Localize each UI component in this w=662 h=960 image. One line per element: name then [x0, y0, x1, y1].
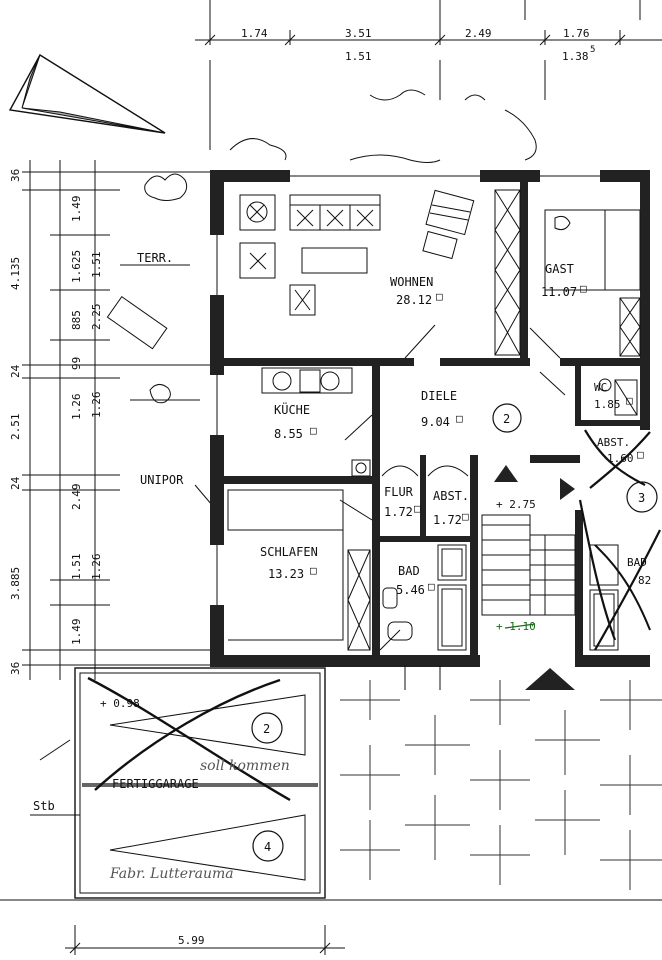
- wc-furniture: [598, 378, 638, 416]
- room-schlafen-unit: □: [310, 564, 317, 577]
- room-gast-name: GAST: [545, 262, 574, 276]
- room-kueche-name: KÜCHE: [274, 401, 310, 417]
- room-wohnen-unit: □: [436, 290, 443, 303]
- room-flur-area: 1.72: [384, 505, 413, 519]
- dim-inner-4: 1.26: [90, 554, 103, 581]
- interior-walls: [224, 182, 640, 665]
- handwritten-note-2: Fabr. Lutterauma: [109, 866, 234, 882]
- room-abst-area: 1.72: [433, 513, 462, 527]
- room-wohnen-area: 28.12: [396, 293, 432, 307]
- dim-inner-1: 1.51: [90, 252, 103, 279]
- schlafen-furniture: [227, 489, 373, 651]
- garage: 2 4 FERTIGGARAGE + 0.98 soll kommen Fabr…: [30, 667, 326, 899]
- room-bad-right-area: 82: [638, 574, 651, 587]
- outer-walls: [210, 170, 650, 667]
- bottom-dimension: 5.99: [65, 925, 345, 955]
- room-abst-right-name: ABST.: [597, 436, 630, 449]
- gast-furniture: [529, 209, 641, 359]
- dim-left-7: 36: [9, 662, 22, 675]
- dim-top-1: 1.74: [241, 27, 268, 40]
- dim-bottom: 5.99: [178, 934, 205, 947]
- dim-top-2: 3.51: [345, 27, 372, 40]
- room-bad-name: BAD: [398, 564, 420, 578]
- room-kueche-unit: □: [310, 424, 317, 437]
- room-abst-unit: □: [462, 510, 469, 523]
- dim-mid-3: 885: [70, 310, 83, 330]
- top-dimension-chain: 1.74 3.51 2.49 1.76 1.51 1.38 5: [195, 0, 662, 150]
- room-diele-unit: □: [456, 412, 463, 425]
- staircase: [481, 465, 576, 690]
- room-wc-unit: □: [626, 394, 633, 407]
- handdrawn-cross-garage-2: [94, 678, 281, 791]
- circle-marker-2-label: 2: [503, 412, 510, 426]
- handdrawn-cross-right: [578, 429, 661, 651]
- dim-top-6: 1.38: [562, 50, 589, 63]
- room-wohnen-name: WOHNEN: [390, 275, 433, 289]
- label-terr: TERR.: [137, 251, 173, 265]
- dim-top-5: 1.51: [345, 50, 372, 63]
- circle-marker-3: 3: [626, 481, 658, 513]
- circle-marker-garage-4: [252, 830, 284, 862]
- circle-marker-3-label: 3: [638, 491, 645, 505]
- label-fertiggarage: FERTIGGARAGE: [112, 777, 199, 791]
- dim-left-6: 3.885: [9, 567, 22, 600]
- room-flur-name: FLUR: [384, 485, 414, 499]
- room-gast-unit: □: [580, 282, 587, 295]
- north-arrow-icon: [8, 54, 166, 134]
- room-abst-right-unit: □: [637, 448, 644, 461]
- room-wc-area: 1.85: [594, 398, 621, 411]
- dim-mid-6: 2.49: [70, 484, 83, 511]
- dim-inner-3: 1.26: [90, 392, 103, 419]
- dim-left-4: 2.51: [9, 414, 22, 441]
- label-unipor: UNIPOR: [140, 473, 184, 487]
- room-diele-area: 9.04: [421, 415, 450, 429]
- handdrawn-cross-garage-1: [87, 676, 291, 802]
- room-schlafen-area: 13.23: [268, 567, 304, 581]
- dim-mid-5: 1.26: [70, 394, 83, 421]
- dim-mid-1: 1.49: [70, 196, 83, 223]
- circle-marker-garage-2: [251, 712, 283, 744]
- room-wc-name: WC: [594, 381, 607, 394]
- circle-marker-2: 2: [492, 403, 522, 433]
- dim-mid-7: 1.51: [70, 554, 83, 581]
- dim-left-1: 36: [9, 169, 22, 182]
- bad-furniture: [379, 544, 467, 651]
- dim-top-3: 2.49: [465, 27, 492, 40]
- paving-grid: [0, 665, 662, 901]
- terrace: TERR.: [106, 89, 537, 404]
- room-diele-name: DIELE: [421, 389, 457, 403]
- dim-left-3: 24: [9, 364, 22, 378]
- room-schlafen-name: SCHLAFEN: [260, 545, 318, 559]
- label-stb: Stb: [33, 799, 55, 813]
- dim-mid-8: 1.49: [70, 619, 83, 646]
- dim-left-5: 24: [9, 476, 22, 490]
- circle-marker-garage-4-label: 4: [264, 840, 271, 854]
- unipor-callout: UNIPOR: [140, 473, 213, 506]
- dim-mid-2: 1.625: [70, 250, 83, 283]
- room-bad-unit: □: [428, 580, 435, 593]
- dim-left-2: 4.135: [9, 257, 22, 290]
- circle-marker-garage-2-label: 2: [263, 722, 270, 736]
- handwritten-note-1: soll kommen: [200, 758, 290, 774]
- room-bad-area: 5.46: [396, 583, 425, 597]
- dim-top-4: 1.76: [563, 27, 590, 40]
- bad-right-furniture: [589, 544, 619, 651]
- dim-mid-4: 99: [70, 357, 83, 370]
- room-flur-unit: □: [414, 502, 421, 515]
- dim-inner-2: 2.25: [90, 304, 103, 331]
- kueche-furniture: [261, 367, 371, 477]
- room-abst-name: ABST.: [433, 489, 469, 503]
- wohnen-furniture: [239, 189, 521, 359]
- room-gast-area: 11.07: [541, 285, 577, 299]
- room-kueche-area: 8.55: [274, 427, 303, 441]
- dim-top-6-sup: 5: [590, 45, 595, 55]
- level-stair: + 2.75: [496, 498, 536, 511]
- left-dimension-chains: 36 4.135 24 2.51 24 3.885 36 1.49 1.625 …: [9, 160, 210, 680]
